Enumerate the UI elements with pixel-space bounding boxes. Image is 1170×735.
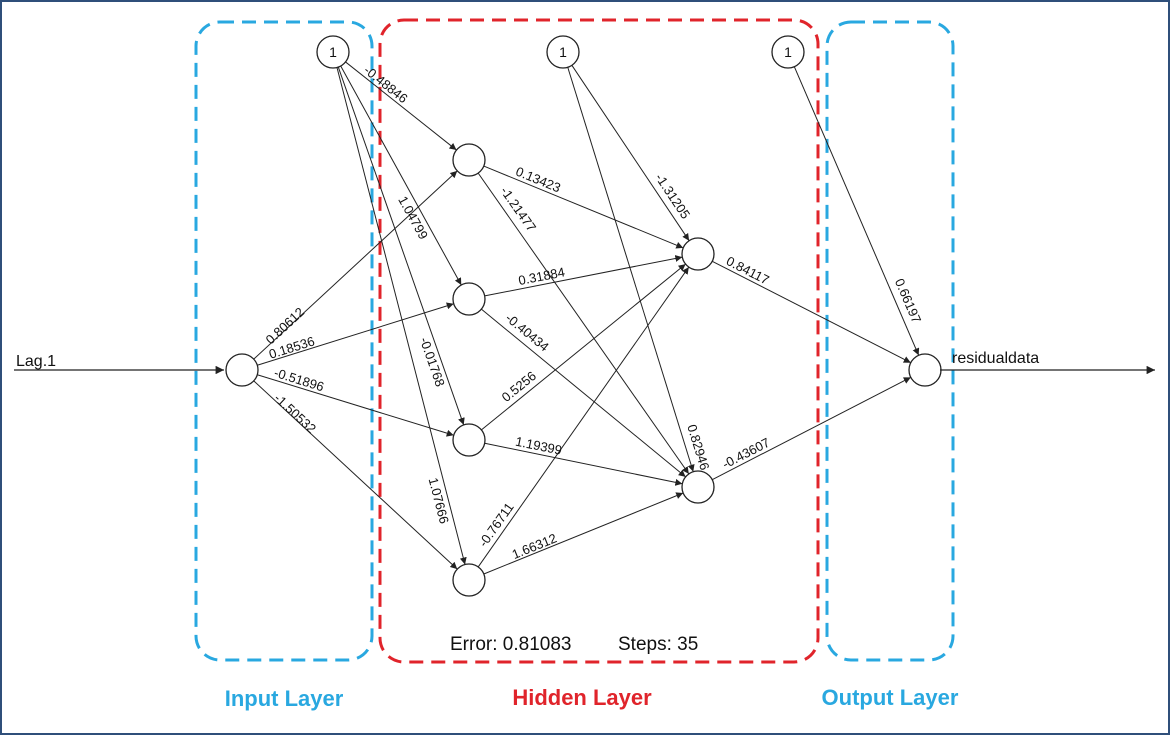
output-label: residualdata: [952, 350, 1039, 367]
error-label: Error: 0.81083: [450, 634, 571, 655]
edge-b2-o1: [571, 65, 690, 241]
steps-label: Steps: 35: [618, 634, 698, 655]
node-h1: [452, 143, 486, 177]
weight-label-b1-h1: -0.48846: [361, 62, 411, 106]
weight-label-b1-h2: 1.04799: [395, 193, 431, 241]
hidden-layer-box: [378, 18, 820, 664]
edge-h1-o1: [483, 165, 684, 249]
hidden-layer-title: Hidden Layer: [512, 685, 652, 710]
weight-label-h1-o1: 0.13423: [514, 164, 563, 196]
output-layer-title: Output Layer: [822, 685, 959, 710]
edge-o2-out: [711, 376, 912, 481]
edge-h2-o1: [484, 255, 683, 297]
weight-label-b2-o2: 0.82946: [684, 423, 712, 472]
edge-b1-h4: [336, 67, 467, 565]
nodes-group: 1 1 1: [225, 35, 942, 597]
input-layer-title: Input Layer: [225, 686, 344, 711]
edge-o1-out: [712, 260, 911, 364]
weight-label-in-h4: -1.50532: [271, 390, 319, 436]
bias-node-b1: [316, 35, 350, 69]
edge-h2-o2: [481, 308, 686, 478]
edge-b1-h2: [340, 65, 462, 286]
edge-h3-o1: [481, 263, 686, 431]
node-in: [225, 353, 259, 387]
bias-label-b1: 1: [329, 44, 337, 60]
node-o1: [681, 237, 715, 271]
edge-in-h2: [257, 302, 454, 366]
node-h3: [452, 423, 486, 457]
output-layer-box: [825, 20, 955, 662]
edges-group: [253, 61, 920, 575]
edge-b1-h3: [337, 66, 465, 426]
weight-label-b1-h3: -0.01768: [417, 335, 448, 388]
bias-label-b3: 1: [784, 44, 792, 60]
node-out: [908, 353, 942, 387]
weight-label-h4-o2: 1.66312: [510, 530, 559, 562]
bias-label-b2: 1: [559, 44, 567, 60]
node-h4: [452, 563, 486, 597]
bias-node-b3: [771, 35, 805, 69]
weight-label-b2-o1: -1.31205: [652, 171, 693, 222]
input-label: Lag.1: [16, 353, 56, 370]
edge-b3-out: [793, 66, 920, 356]
weight-label-in-h3: -0.51896: [272, 365, 325, 394]
weight-label-b1-h4: 1.07666: [426, 476, 452, 525]
node-h2: [452, 282, 486, 316]
weight-label-b3-out: 0.66197: [892, 276, 924, 325]
edge-h3-o2: [484, 442, 683, 486]
edge-b1-h1: [345, 61, 457, 151]
node-o2: [681, 470, 715, 504]
edge-h4-o2: [483, 492, 684, 575]
edge-in-h1: [253, 170, 458, 360]
edge-in-h4: [253, 380, 458, 570]
bias-node-b2: [546, 35, 580, 69]
edge-h4-o1: [477, 266, 690, 568]
input-layer-box: [194, 20, 374, 662]
edge-b2-o2: [567, 67, 695, 472]
edge-in-h3: [257, 374, 454, 437]
edge-h1-o2: [477, 172, 690, 475]
